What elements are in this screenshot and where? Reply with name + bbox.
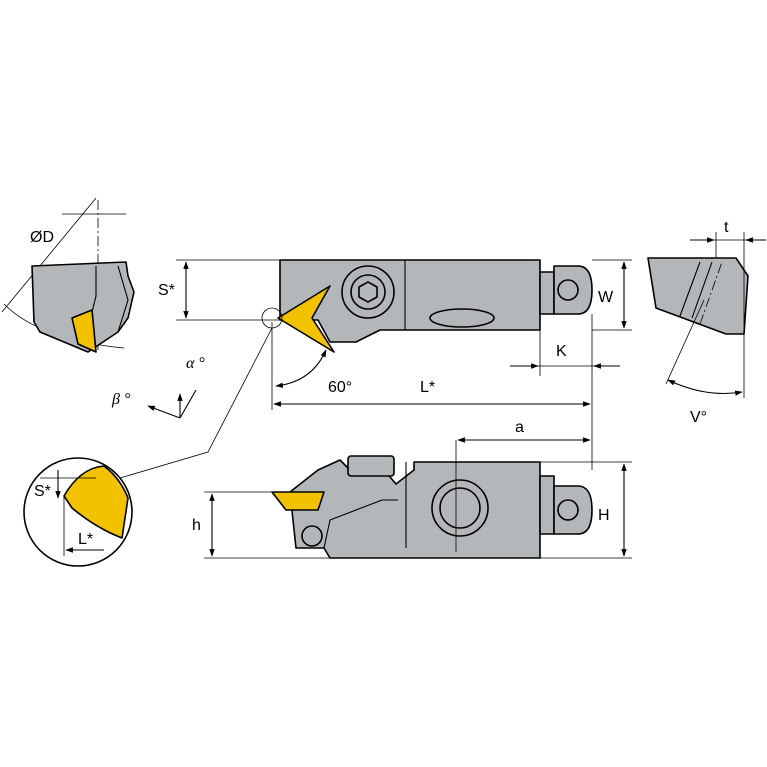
detail-callout-leader [119,327,273,479]
side-view: a h H [192,419,632,559]
end-view-left: ØD [1,197,135,353]
diameter-label: ØD [30,229,54,246]
h-small-label: h [192,517,201,534]
v-angle-arc [667,379,743,396]
top-view: S* W K 60° L* [119,259,632,479]
beta-label: β ° [111,391,131,408]
detail-s-star-label: S* [34,483,51,500]
right-view-hatch-3 [699,261,723,325]
round-plug-icon [557,279,579,301]
angle-axis-arrows-icon: α ° β ° [111,355,205,419]
side-view-plug-icon [557,499,579,521]
end-view-right: t V° [647,219,766,426]
side-view-plug-neck [539,475,555,535]
detail-insert [63,465,129,539]
side-view-clamp [347,455,395,477]
w-label: W [598,289,614,306]
right-view-hatch-1 [679,261,701,317]
side-view-coolant-port-inner [439,487,481,529]
l-star-label: L* [420,379,435,396]
top-view-plug-neck [539,271,555,315]
side-view-insert [271,491,325,511]
angle-60-label: 60° [328,379,352,396]
right-view-hatch-2 [691,261,713,319]
detail-view: S* L* [23,457,133,567]
diameter-leader-line [1,197,97,313]
side-view-body-edge [323,499,398,549]
side-view-screw [301,525,323,547]
end-view-body [31,261,135,353]
axis-diagonal [179,389,197,419]
detail-l-star-label: L* [78,531,93,548]
h-large-label: H [598,507,610,524]
side-view-holder-body [289,459,541,559]
v-angle-leader [665,299,705,385]
v-angle-label: V° [690,409,707,426]
angle-60-arc [275,349,327,388]
hex-socket-screw-icon [341,265,395,319]
k-label: K [556,343,567,360]
a-label: a [515,419,524,436]
t-label: t [724,219,729,236]
top-view-insert [277,285,335,353]
s-star-label: S* [158,282,175,299]
end-view-plug-outline [117,265,129,333]
right-view-body [647,257,749,335]
alpha-label: α ° [186,355,205,372]
top-view-coolant-slot [429,308,495,328]
end-view-insert [71,309,97,353]
